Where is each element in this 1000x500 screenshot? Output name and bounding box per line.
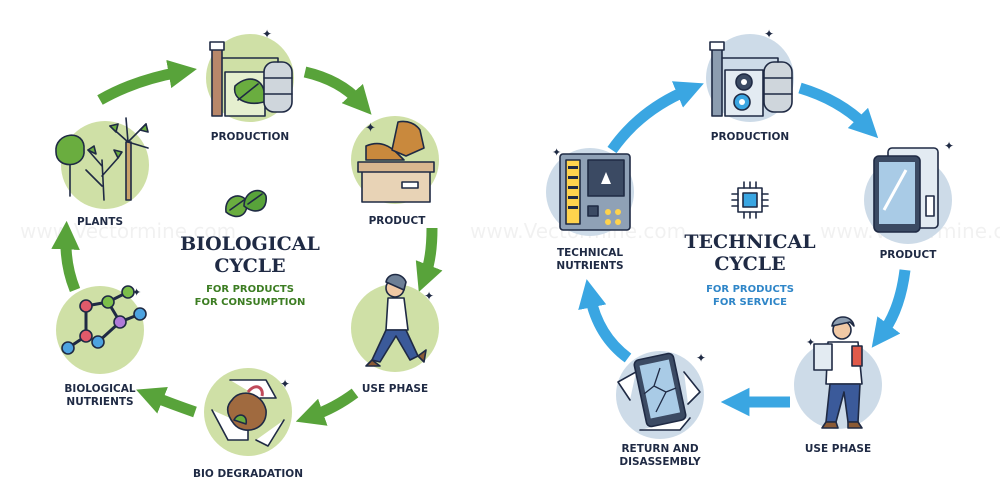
walking-person-icon: ✦ <box>351 273 439 372</box>
recycle-phone-icon: ✦ <box>616 351 706 439</box>
plants-icon <box>55 117 149 209</box>
tech-stage-nutrients-label-line2: NUTRIENTS <box>556 260 623 272</box>
svg-text:✦: ✦ <box>280 377 290 391</box>
technical-cycle: ✦ PRODUCTION ✦ PRODUCT ✦ USE PHASE <box>546 27 954 468</box>
tech-title-line1: TECHNICAL <box>684 231 815 253</box>
tech-stage-return-label-line1: RETURN AND <box>621 443 698 455</box>
bio-arrow-product-to-use <box>415 227 443 292</box>
svg-text:✦: ✦ <box>764 27 774 41</box>
tech-subtitle-line1: FOR PRODUCTS <box>706 284 794 295</box>
bio-subtitle-line2: FOR CONSUMPTION <box>195 297 306 308</box>
bio-arrow-degradation-to-nutrients <box>136 386 197 418</box>
svg-text:✦: ✦ <box>262 27 272 41</box>
microchip-icon <box>731 181 769 219</box>
tech-arrow-product-to-use <box>871 269 911 348</box>
factory-gears-icon: ✦ <box>706 27 794 122</box>
molecules-icon: ✦ <box>56 285 147 374</box>
recycle-compost-icon: ✦ <box>204 368 292 456</box>
tech-stage-nutrients-label-line1: TECHNICAL <box>557 247 623 259</box>
svg-text:✦: ✦ <box>552 146 561 159</box>
tech-stage-use-phase-label: USE PHASE <box>805 443 871 455</box>
smartphone-icon: ✦ <box>864 139 954 244</box>
bio-title-line1: BIOLOGICAL <box>180 233 320 255</box>
technical-arrows <box>578 81 911 417</box>
shoes-box-icon: ✦ <box>351 116 439 204</box>
bio-stage-plants-label: PLANTS <box>77 216 123 228</box>
tech-arrow-return-to-nutrients <box>578 279 632 363</box>
bio-title-line2: CYCLE <box>214 255 285 277</box>
biological-arrows <box>51 59 443 426</box>
bio-stage-product-label: PRODUCT <box>369 215 427 227</box>
svg-text:✦: ✦ <box>696 351 706 365</box>
svg-text:✦: ✦ <box>424 289 434 303</box>
biological-cycle: ✦ PRODUCTION ✦ PRODUCT ✦ USE PHASE <box>51 27 443 480</box>
tech-arrow-production-to-product <box>798 82 879 139</box>
bio-arrow-nutrients-to-plants <box>51 220 81 293</box>
bio-arrow-plants-to-production <box>97 59 197 105</box>
tech-stage-product-label: PRODUCT <box>880 249 938 261</box>
circuit-board-icon: ✦ <box>546 146 634 236</box>
bio-stage-degradation-label: BIO DEGRADATION <box>193 468 303 480</box>
tech-stage-production-label: PRODUCTION <box>711 131 789 143</box>
bio-stage-use-phase-label: USE PHASE <box>362 383 428 395</box>
bio-stage-production-label: PRODUCTION <box>211 131 289 143</box>
svg-text:✦: ✦ <box>132 286 141 299</box>
leaves-icon <box>225 189 267 218</box>
bio-arrow-production-to-product <box>303 66 372 115</box>
svg-text:✦: ✦ <box>806 336 815 349</box>
factory-leaf-icon: ✦ <box>206 27 294 122</box>
bio-subtitle-line1: FOR PRODUCTS <box>206 284 294 295</box>
svg-text:✦: ✦ <box>365 121 376 136</box>
svg-text:✦: ✦ <box>944 139 954 153</box>
tech-stage-return-label-line2: DISASSEMBLY <box>619 456 701 468</box>
tech-title-line2: CYCLE <box>714 253 785 275</box>
tech-subtitle-line2: FOR SERVICE <box>713 297 787 308</box>
tech-arrow-nutrients-to-production <box>607 81 704 154</box>
bio-stage-nutrients-label-line1: BIOLOGICAL <box>64 383 135 395</box>
person-phone-icon: ✦ <box>794 316 882 429</box>
bio-stage-nutrients-label-line2: NUTRIENTS <box>66 396 133 408</box>
bio-arrow-use-to-degradation <box>295 388 359 426</box>
